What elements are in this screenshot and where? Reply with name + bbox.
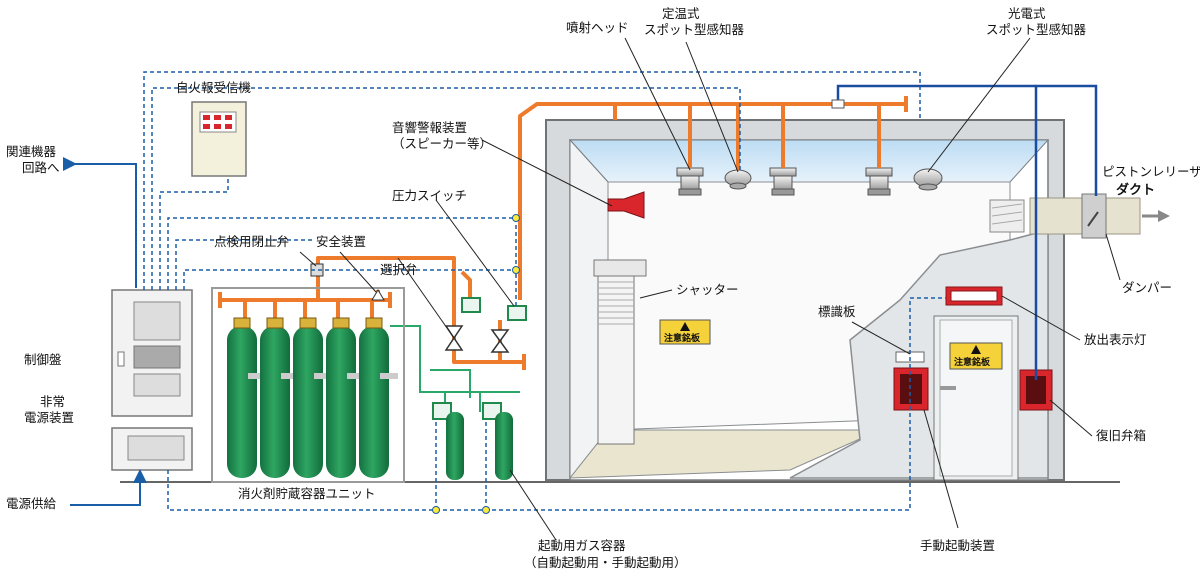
start-gas-cylinders	[432, 402, 513, 480]
label-shutter: シャッター	[676, 282, 739, 297]
svg-text:注意銘板: 注意銘板	[664, 332, 701, 344]
label-inspection-valve: 点検用閉止弁	[214, 234, 289, 249]
related-circuit-line	[63, 157, 137, 288]
heat-detector	[724, 169, 752, 190]
label-speaker: 音響警報装置 （スピーカー等）	[392, 120, 492, 151]
label-manual-start: 手動起動装置	[920, 538, 995, 553]
agent-cylinder	[227, 317, 266, 478]
svg-text:（スピーカー等）: （スピーカー等）	[392, 136, 492, 151]
label-nozzle: 噴射ヘッド	[566, 20, 629, 35]
svg-text:スポット型感知器: スポット型感知器	[986, 22, 1087, 37]
label-duct: ダクト	[1116, 182, 1155, 198]
manual-start-device	[893, 367, 929, 411]
smoke-detector	[913, 168, 943, 191]
svg-text:関連機器: 関連機器	[6, 144, 57, 159]
svg-text:電源装置: 電源装置	[24, 410, 74, 425]
label-start-gas: 起動用ガス容器 （自動起動用・手動起動用）	[524, 538, 687, 570]
discharge-lamp	[945, 286, 1003, 306]
label-discharge-lamp: 放出表示灯	[1084, 332, 1147, 347]
selector-valve	[444, 325, 510, 353]
label-safety-device: 安全装置	[316, 234, 366, 249]
fire-alarm-receiver	[191, 101, 247, 177]
label-smoke-detector: 光電式 スポット型感知器	[986, 6, 1087, 37]
control-panel	[111, 289, 193, 417]
safety-device	[371, 289, 385, 301]
svg-text:起動用ガス容器: 起動用ガス容器	[538, 538, 626, 553]
agent-piping	[218, 96, 908, 370]
label-heat-detector: 定温式 スポット型感知器	[644, 6, 745, 37]
agent-cylinder-unit	[211, 287, 405, 483]
label-control-panel: 制御盤	[24, 352, 62, 367]
svg-text:注意銘板: 注意銘板	[954, 356, 991, 368]
label-damper: ダンパー	[1122, 280, 1172, 295]
label-sign-plate: 標識板	[818, 304, 856, 319]
svg-text:定温式: 定温式	[662, 6, 700, 21]
agent-cylinder	[260, 317, 299, 478]
label-agent-unit: 消火剤貯蔵容器ユニット	[238, 486, 376, 501]
label-related-equipment: 関連機器 回路へ	[6, 144, 60, 175]
label-pressure-switch: 圧力スイッチ	[392, 188, 467, 203]
speaker-icon	[607, 191, 645, 219]
duct	[1029, 193, 1170, 239]
svg-text:（自動起動用・手動起動用）: （自動起動用・手動起動用）	[524, 555, 687, 570]
agent-cylinder	[359, 317, 398, 478]
svg-text:非常: 非常	[40, 394, 65, 409]
label-fire-alarm-receiver: 自火報受信機	[176, 80, 252, 95]
emergency-power-unit	[111, 427, 193, 471]
label-selector-valve: 選択弁	[380, 262, 418, 277]
door: 注意銘板	[933, 315, 1019, 481]
label-power-supply: 電源供給	[6, 496, 57, 511]
junction-box	[831, 99, 845, 109]
agent-cylinder	[293, 317, 332, 478]
pressure-switch	[461, 297, 527, 321]
caution-sign-inner: 注意銘板	[659, 319, 711, 345]
wall-louver	[989, 199, 1025, 233]
agent-cylinder	[326, 317, 365, 478]
signal-wiring	[143, 71, 946, 511]
label-emergency-power: 非常 電源装置	[24, 394, 74, 425]
leader-lines	[299, 37, 1121, 541]
wire-nodes	[432, 214, 520, 514]
label-piston-releaser: ピストンレリーザ	[1102, 164, 1200, 179]
duct-wiring	[836, 84, 1098, 380]
label-reset-box: 復旧弁箱	[1096, 428, 1146, 443]
shutter	[593, 259, 647, 445]
svg-text:スポット型感知器: スポット型感知器	[644, 22, 745, 37]
power-supply-line	[70, 469, 147, 506]
nozzle-heads	[676, 167, 893, 196]
svg-text:光電式: 光電式	[1008, 6, 1046, 21]
svg-text:回路へ: 回路へ	[22, 160, 60, 175]
svg-text:音響警報装置: 音響警報装置	[392, 120, 467, 135]
